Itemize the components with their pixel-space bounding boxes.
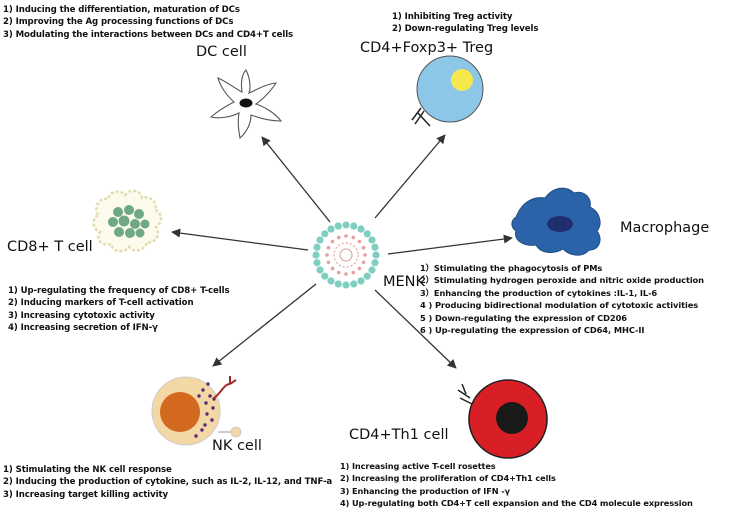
nk-cell-label: NK cell (212, 438, 262, 454)
nk-effects-list: 1) Stimulating the NK cell response 2) I… (3, 464, 332, 501)
cd8-effect-4: 4) Increasing secretion of IFN-γ (8, 323, 158, 334)
arrow-to-macrophage (387, 234, 513, 255)
menk-dot (313, 259, 321, 267)
menk-dot (342, 221, 350, 229)
cd8-cell-label: CD8+ T cell (7, 239, 93, 255)
dc-cell-icon (209, 69, 283, 140)
menk-dot (312, 251, 320, 259)
th1-cell-icon (457, 379, 548, 459)
arrow-to-th1 (374, 289, 457, 369)
menk-dot (371, 243, 379, 251)
th1-cell-label: CD4+Th1 cell (349, 427, 449, 443)
nk-effect-1: 1) Stimulating the NK cell response (3, 465, 172, 475)
macrophage-effect-2: 2）Stimulating hydrogen peroxide and nitr… (420, 275, 704, 286)
menk-dot (330, 266, 335, 271)
menk-dot (336, 235, 341, 240)
menk-dot (357, 239, 362, 244)
menk-dot (344, 234, 348, 238)
cd8-effect-2: 2) Inducing markers of T-cell activation (8, 298, 194, 309)
menk-dot (357, 266, 362, 271)
treg-effects-list: 1) Inhibiting Treg activity 2) Down-regu… (392, 11, 538, 36)
menk-label: MENK (383, 274, 426, 290)
menk-dot (350, 222, 358, 230)
menk-dot (336, 270, 341, 275)
macrophage-effect-6: 6 ) Up-regulating the expression of CD64… (420, 325, 645, 336)
menk-inner-ring (325, 234, 367, 276)
macrophage-effect-5: 5 ) Down-regulating the expression of CD… (420, 312, 627, 323)
arrow-to-cd8 (171, 228, 309, 251)
menk-dot (334, 280, 342, 288)
dc-effect-1: 1) Inducing the differentiation, maturat… (3, 5, 240, 15)
dc-effect-3: 3) Modulating the interactions between D… (3, 29, 294, 40)
menk-dot (321, 272, 329, 280)
menk-dot (372, 251, 380, 259)
menk-dot (342, 281, 350, 289)
treg-effect-2: 2) Down-regulating Treg levels (392, 24, 539, 35)
dc-cell-label: DC cell (196, 44, 247, 60)
menk-dot (327, 277, 335, 285)
menk-dot (371, 259, 379, 267)
menk-dot (363, 253, 367, 257)
macrophage-label: Macrophage (620, 220, 710, 236)
menk-dot (321, 230, 329, 238)
menk-dot (316, 236, 324, 244)
th1-effects-list: 1) Increasing active T-cell rosettes 2) … (340, 460, 693, 510)
menk-dot (357, 225, 365, 233)
menk-dot (350, 280, 358, 288)
treg-cell-icon (411, 55, 484, 127)
menk-particle (312, 221, 380, 289)
menk-dot (351, 270, 356, 275)
menk-dot (363, 230, 371, 238)
menk-dot (316, 266, 324, 274)
menk-dot (363, 272, 371, 280)
macrophage-effect-1: 1）Stimulating the phagocytosis of PMs (420, 263, 603, 273)
th1-effect-1: 1) Increasing active T-cell rosettes (340, 461, 496, 471)
menk-dot (368, 236, 376, 244)
menk-dot (330, 239, 335, 244)
menk-dot (361, 245, 366, 250)
arrow-to-nk (212, 283, 317, 367)
treg-effect-1: 1) Inhibiting Treg activity (392, 12, 513, 22)
menk-dot (327, 225, 335, 233)
nk-effect-2: 2) Inducing the production of cytokine, … (3, 477, 333, 488)
arrow-to-dc (261, 136, 331, 223)
dc-effect-2: 2) Improving the Ag processing functions… (3, 17, 234, 28)
macrophage-icon (511, 187, 601, 256)
macrophage-effects-list: 1）Stimulating the phagocytosis of PMs 2）… (420, 262, 704, 336)
dc-effects-list: 1) Inducing the differentiation, maturat… (3, 4, 293, 41)
th1-effect-2: 2) Increasing the proliferation of CD4+T… (340, 473, 556, 484)
th1-effect-3: 3) Enhancing the production of IFN -γ (340, 485, 510, 496)
menk-dot (351, 235, 356, 240)
menk-dot (326, 245, 331, 250)
arrows (171, 134, 513, 369)
th1-effect-4: 4) Up-regulating both CD4+T cell expansi… (340, 498, 693, 509)
macrophage-effect-4: 4 ) Producing bidirectional modulation o… (420, 300, 699, 311)
menk-dot (326, 260, 331, 265)
cd8-effect-3: 3) Increasing cytotoxic activity (8, 310, 155, 321)
menk-dot (361, 260, 366, 265)
cd8-effects-list: 1) Up-regulating the frequency of CD8+ T… (8, 285, 230, 335)
arrow-to-treg (374, 134, 446, 219)
cd8-effect-1: 1) Up-regulating the frequency of CD8+ T… (8, 286, 230, 296)
menk-dot (344, 272, 348, 276)
nk-cell-icon (151, 376, 242, 446)
treg-cell-label: CD4+Foxp3+ Treg (360, 40, 494, 56)
menk-dot (334, 222, 342, 230)
menk-dot (313, 243, 321, 251)
menk-outer-ring (312, 221, 380, 289)
menk-dot (325, 253, 329, 257)
menk-dot (357, 277, 365, 285)
menk-dot (368, 266, 376, 274)
nk-effect-3: 3) Increasing target killing activity (3, 489, 168, 500)
macrophage-effect-3: 3）Enhancing the production of cytokines … (420, 287, 658, 298)
cd8-cell-icon (92, 189, 163, 253)
